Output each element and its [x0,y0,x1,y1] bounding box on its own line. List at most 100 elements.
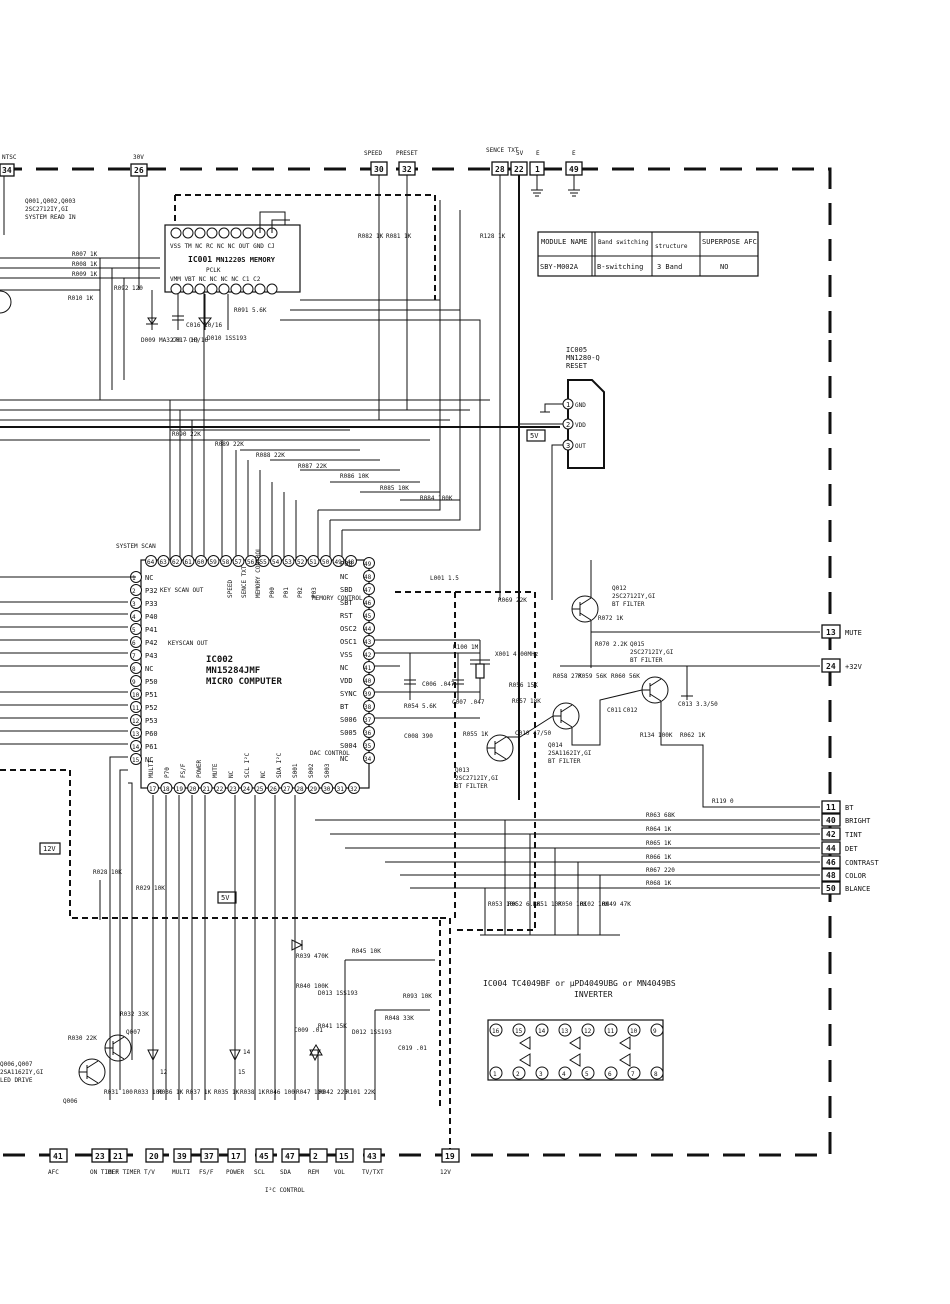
bottom-connector-num: 47 [285,1152,295,1161]
ic002-pin-label: S006 [340,716,357,724]
ic002-pin-num: 22 [216,786,224,793]
ic001-pclk: PCLK [206,267,221,274]
ic002-pin-num: 17 [149,786,157,793]
connector-42-label: TINT [845,831,863,839]
ic002-pin-num: 19 [176,786,184,793]
r007: R007 1K [72,251,98,258]
ic004-pin-16 [489,1023,503,1037]
ic002-pin-label: BT [340,703,349,711]
ic002-pin-32 [348,782,360,794]
bottom-connector-label: TV/TXT [362,1169,384,1176]
connector-26-num: 26 [134,166,144,175]
bottom-connector-label: OFF TIMER [108,1169,141,1176]
ic002-bottom-label: NC [228,770,235,778]
ic002-pin-num: 24 [243,786,251,793]
right-connectors: 13 MUTE 24 +32V 11 BT 40 BRIGHT 42 TINT … [315,624,880,936]
r058: R058 27K [553,673,582,680]
ic002-pin-label: SBD [340,586,353,594]
ic002-top-label: P03 [311,587,318,598]
table-cell-structure: 3 Band [657,263,682,271]
connector-49: 49 E [565,150,583,176]
ic002-pin-num: 47 [364,587,372,594]
ic002-pin-54 [270,555,282,567]
ic002-pin-label: S004 [340,742,357,750]
ic002-top-label: MEMORY CONTROL [255,547,262,598]
r055: R055 1K [463,731,489,738]
ic002-memory-control: MEMORY CONTROL [312,595,363,602]
bottom-connector-num: 15 [339,1152,349,1161]
ic004-pin-15 [512,1023,526,1037]
ic002-pin-num: 5 [132,627,136,634]
r039: R039 470K [296,953,329,960]
ic002-pin-num: 7 [132,653,136,660]
bottom-connector-num: 39 [177,1152,187,1161]
r090: R090 22K [172,431,201,438]
ic002-pin-40 [363,674,375,686]
connector-26-label: 30V [133,154,144,161]
q013-ref: Q013 [455,767,470,774]
r134: R134 100K [640,732,673,739]
ic002-bottom-label: S003 [324,763,331,778]
c013: C013 3.3/50 [678,701,718,708]
ic002-pin-63 [157,555,170,567]
bottom-connector-label: SCL [254,1169,265,1176]
ic002-pin-51 [307,555,320,567]
ic001-part: MN1220S MEMORY [216,256,276,264]
r119: R119 0 [712,798,734,805]
ic004-pin-num: 6 [608,1071,612,1078]
ic002-pin-label: P43 [145,652,158,660]
ic002-pin-label: P50 [145,678,158,686]
ic002-pin-label: P32 [145,587,158,595]
ic002-pin-num: 54 [272,559,280,566]
c012: C012 [623,707,638,714]
r088: R088 22K [256,452,285,459]
ic004-pin-num: 15 [515,1028,523,1035]
r038: R038 1K [240,1089,266,1096]
r033: R033 100 [134,1089,163,1096]
ic002-pin-49 [363,557,375,569]
ic002-pin-num: 8 [132,666,136,673]
ic002-pin-num: 21 [203,786,211,793]
ic002-pin-18 [160,782,173,794]
x001: X001 4.00MHz [495,651,539,658]
ic004-pin-num: 3 [539,1071,543,1078]
ic002-pin-num: 59 [210,559,218,566]
connector-44: 44 DET [821,841,858,855]
q006-ref: Q006 [63,1098,78,1105]
ic002-pin-label: P61 [145,743,158,751]
ic002-pin-label: NC [340,664,348,672]
r072: R072 1K [598,615,624,622]
c019: C019 .01 [398,1045,427,1052]
ic004-pin-8 [650,1066,664,1080]
table-header-structure: structure [655,243,688,250]
ic002-pin-label: NC [145,574,153,582]
connector-30-num: 30 [374,165,384,174]
connector-50-num: 50 [826,884,836,893]
r053: R053 10K [488,901,517,908]
svg-text:3: 3 [566,442,570,450]
ic002-pin-label: SYNC [340,690,357,698]
connector-40-num: 40 [826,816,836,825]
ic004-pin-12 [581,1023,595,1037]
q-led-refs: Q006,Q007 [0,1061,33,1068]
table-cell-band: B-switching [597,263,643,271]
ic002-pin-26 [267,782,280,794]
ic002-pin-label: VDD [340,677,353,685]
ic002-pin-num: 29 [310,786,318,793]
r102: R102 10K [580,901,609,908]
ic002-pin-num: 46 [364,600,372,607]
r060: R060 56K [611,673,640,680]
q007-ref: Q007 [126,1029,141,1036]
connector-28-label: SENCE TXT [486,147,519,154]
r051: R051 10K [533,901,562,908]
ic002-pin-label: SBT [340,599,353,607]
ic002-pin-19 [173,782,186,794]
ic002-pin-label: P60 [145,730,158,738]
ic002-top-label: P02 [297,587,304,598]
ic002-pin-20 [187,782,200,794]
ic004-pin-13 [558,1023,572,1037]
bottom-connector-label: 12V [440,1169,451,1176]
